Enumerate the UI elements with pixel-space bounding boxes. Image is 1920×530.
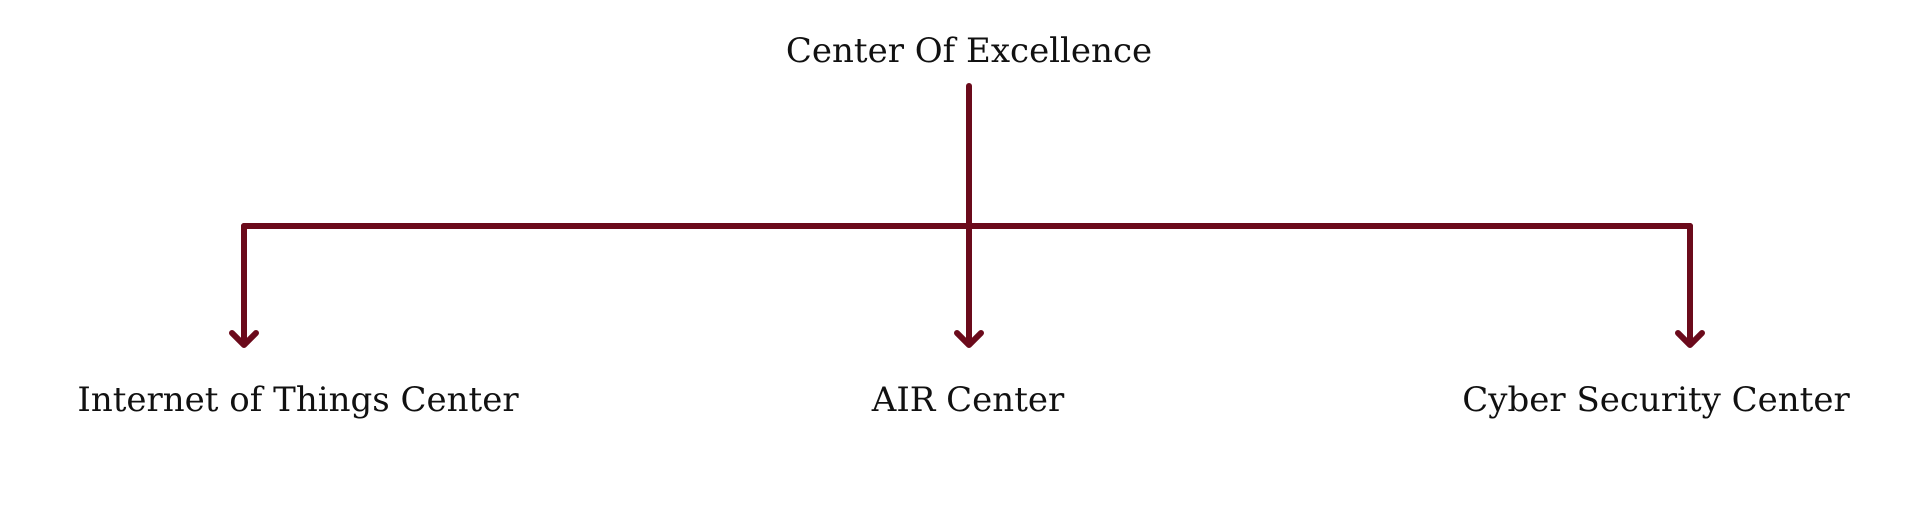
root-node-label: Center Of Excellence: [785, 31, 1153, 71]
arrowhead-air-center: [954, 330, 984, 348]
arrowhead-cyber-security: [1675, 330, 1705, 348]
child-node-label-cyber-security: Cyber Security Center: [1462, 380, 1850, 420]
child-node-label-air-center: AIR Center: [871, 380, 1065, 420]
child-node-label-internet-of-things: Internet of Things Center: [77, 380, 519, 420]
arrowhead-internet-of-things: [229, 330, 259, 348]
